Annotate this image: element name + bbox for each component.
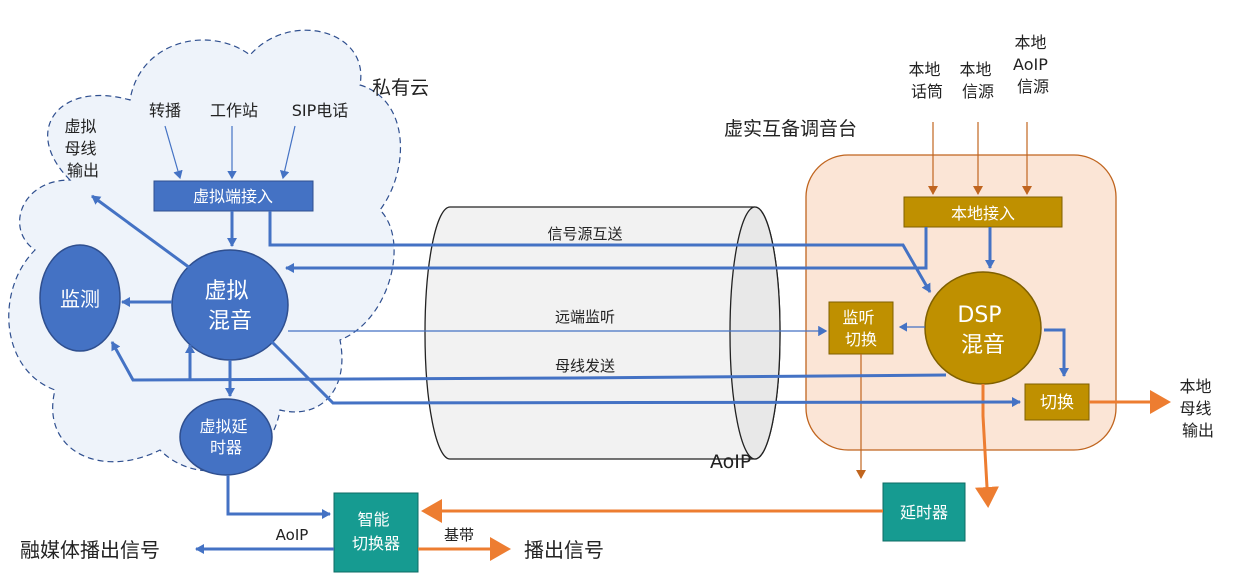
local-bus-output-label: 本地 母线 输出	[1179, 377, 1216, 440]
link-remote-monitor: 远端监听	[555, 308, 615, 326]
source-relay: 转播	[149, 101, 181, 120]
monitor-switch-label: 监听 切换	[842, 308, 879, 349]
aoip-cylinder	[424, 206, 781, 460]
smart-switcher-box[interactable]	[333, 492, 419, 573]
switch-box[interactable]	[1024, 383, 1090, 421]
local-source-label: 本地 信源	[959, 60, 996, 101]
delay-label: 延时器	[900, 503, 948, 522]
source-sip: SIP电话	[292, 101, 349, 120]
dsp-mixer-label: DSP 混音	[957, 303, 1008, 358]
link-aoip: AoIP	[276, 526, 309, 544]
source-workstation: 工作站	[210, 101, 258, 120]
local-aoip-source-label: 本地 AoIP 信源	[1013, 33, 1053, 96]
local-access-box[interactable]	[903, 196, 1063, 228]
virtual-delay-node[interactable]	[179, 398, 273, 476]
output-broadcast: 播出信号	[524, 538, 604, 562]
output-media: 融媒体播出信号	[20, 538, 160, 562]
console-label: 虚实互备调音台	[724, 118, 857, 140]
switch-label: 切换	[1040, 393, 1074, 413]
virtual-access-box[interactable]	[153, 180, 314, 212]
monitor-switch-box[interactable]	[828, 301, 894, 355]
link-baseband: 基带	[444, 526, 474, 544]
virtual-delay-label: 虚拟延 时器	[199, 417, 252, 457]
local-access-label: 本地接入	[951, 204, 1015, 223]
virtual-access-label: 虚拟端接入	[193, 187, 273, 206]
dsp-mixer-node[interactable]	[924, 271, 1042, 385]
local-mic-label: 本地 话筒	[908, 60, 945, 101]
monitor-node[interactable]	[39, 244, 121, 352]
monitor-label: 监测	[60, 287, 100, 311]
link-bus-send: 母线发送	[555, 357, 615, 375]
smart-switcher-label: 智能 切换器	[352, 510, 400, 553]
link-source-exchange: 信号源互送	[547, 225, 622, 243]
virtual-mixer-label: 虚拟 混音	[204, 279, 255, 334]
cloud-label: 私有云	[372, 77, 429, 99]
delay-box[interactable]	[882, 482, 966, 542]
aoip-label: AoIP	[710, 451, 751, 473]
virtual-bus-output-label: 虚拟 母线 输出	[64, 117, 101, 180]
